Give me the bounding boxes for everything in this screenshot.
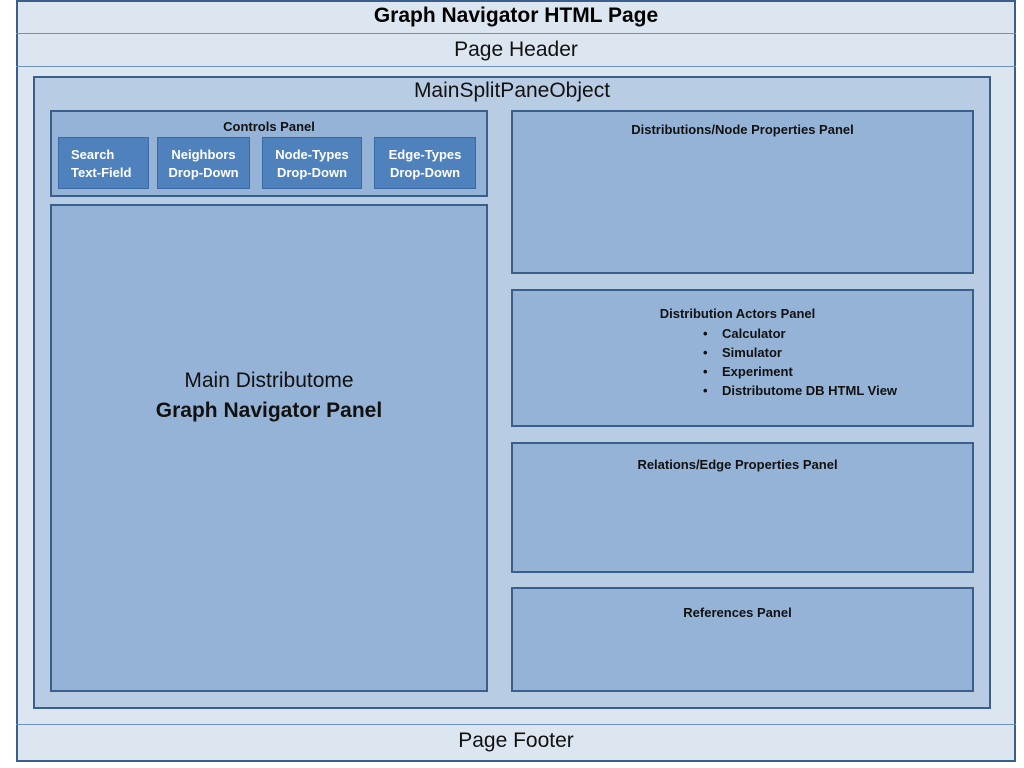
page-footer: Page Footer	[16, 724, 1016, 762]
controls-panel-title: Controls Panel	[223, 119, 315, 134]
distribution-actors-panel: Distribution Actors Panel Calculator Sim…	[511, 289, 974, 427]
neighbors-drop-down-line2: Drop-Down	[168, 165, 239, 180]
node-properties-panel: Distributions/Node Properties Panel	[511, 110, 974, 274]
actor-item-experiment[interactable]: Experiment	[703, 362, 897, 381]
graph-navigator-label-line1: Main Distributome	[184, 369, 354, 392]
node-types-drop-down-line2: Drop-Down	[276, 165, 348, 180]
node-types-drop-down[interactable]: Node-Types Drop-Down	[262, 137, 362, 189]
split-pane-title: MainSplitPaneObject	[413, 79, 611, 102]
references-panel-title: References Panel	[683, 605, 792, 620]
edge-properties-panel-title: Relations/Edge Properties Panel	[637, 457, 838, 472]
distribution-actors-panel-title: Distribution Actors Panel	[659, 306, 816, 321]
search-text-field[interactable]: Search Text-Field	[58, 137, 149, 189]
graph-navigator-label: Main Distributome Graph Navigator Panel	[52, 366, 486, 426]
page-header: Page Header	[16, 33, 1016, 67]
edge-types-drop-down-line1: Edge-Types	[388, 147, 462, 162]
references-panel: References Panel	[511, 587, 974, 692]
actors-list: Calculator Simulator Experiment Distribu…	[703, 324, 897, 400]
edge-properties-panel: Relations/Edge Properties Panel	[511, 442, 974, 573]
controls-panel: Controls Panel Search Text-Field Neighbo…	[50, 110, 488, 197]
neighbors-drop-down-line1: Neighbors	[171, 147, 236, 162]
neighbors-drop-down[interactable]: Neighbors Drop-Down	[157, 137, 250, 189]
edge-types-drop-down[interactable]: Edge-Types Drop-Down	[374, 137, 476, 189]
graph-navigator-label-line2: Graph Navigator Panel	[155, 399, 383, 422]
actor-item-db-html-view[interactable]: Distributome DB HTML View	[703, 381, 897, 400]
edge-types-drop-down-line2: Drop-Down	[389, 165, 461, 180]
node-types-drop-down-line1: Node-Types	[275, 147, 349, 162]
node-properties-panel-title: Distributions/Node Properties Panel	[631, 122, 854, 137]
search-text-field-line2: Text-Field	[71, 165, 132, 180]
page-title: Graph Navigator HTML Page	[373, 4, 659, 27]
search-text-field-line1: Search	[71, 147, 115, 162]
actor-item-calculator[interactable]: Calculator	[703, 324, 897, 343]
actor-item-simulator[interactable]: Simulator	[703, 343, 897, 362]
graph-navigator-panel: Main Distributome Graph Navigator Panel	[50, 204, 488, 692]
